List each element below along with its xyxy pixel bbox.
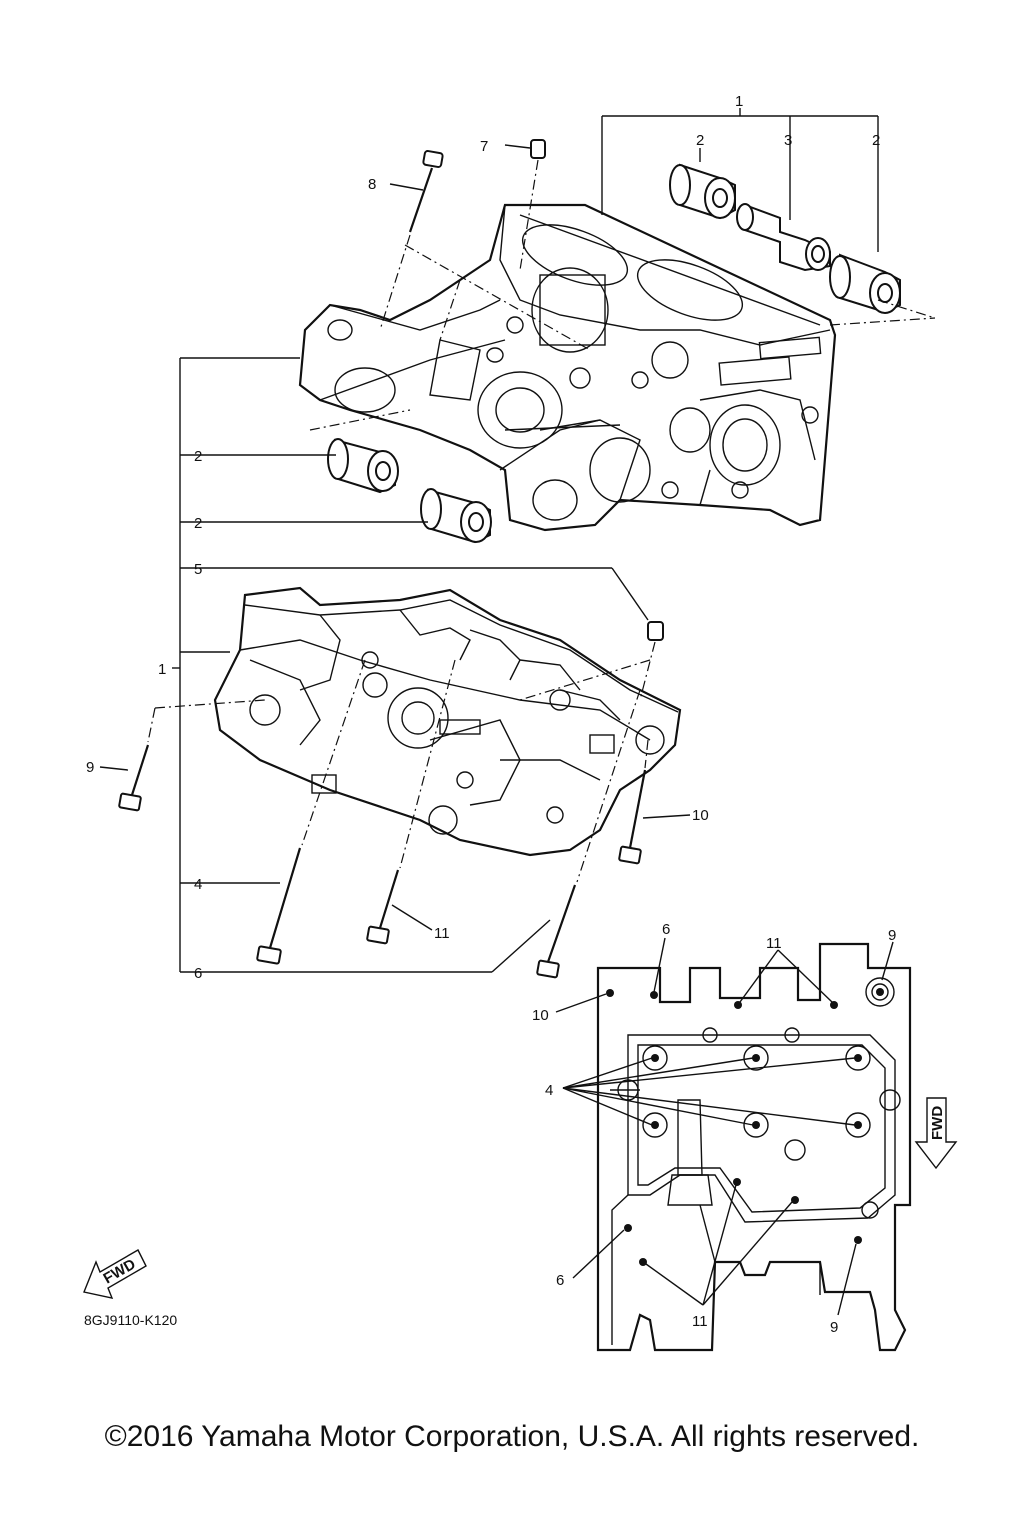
fwd-badge-icon: FWD	[83, 1249, 147, 1299]
collar-3	[736, 203, 831, 272]
bushing-2-left-a	[327, 438, 399, 494]
bushing-2-left-b	[420, 488, 492, 544]
bolt-11	[366, 659, 456, 945]
label-5: 5	[194, 561, 202, 578]
label-6: 6	[194, 965, 202, 982]
label-7: 7	[480, 138, 488, 155]
bushing-2-top-left	[669, 163, 736, 220]
inset-label-9-top: 9	[888, 927, 896, 944]
inset-label-9-bottom: 9	[830, 1319, 838, 1336]
bolt-9	[99, 699, 266, 812]
label-11: 11	[434, 925, 450, 942]
label-2-top-left: 2	[696, 132, 704, 149]
label-2-top-right: 2	[872, 132, 880, 149]
bushing-2-top-right	[829, 253, 901, 314]
inset-label-6-top: 6	[662, 921, 670, 938]
label-8: 8	[368, 176, 376, 193]
bolt-layout-inset: 6 11 9 10 4 6 11 9 FWD	[532, 921, 958, 1352]
label-2-b: 2	[194, 515, 202, 532]
label-3: 3	[784, 132, 792, 149]
inset-label-11-bottom: 11	[692, 1313, 708, 1330]
dowel-pin-7	[504, 139, 546, 271]
upper-crankcase	[298, 203, 837, 532]
label-1-mid: 1	[158, 661, 166, 678]
catalog-code: 8GJ9110-K120	[84, 1312, 178, 1328]
fwd-down-arrow-icon: FWD	[914, 1097, 958, 1170]
inset-label-4: 4	[545, 1082, 553, 1099]
inset-label-10: 10	[532, 1007, 549, 1024]
label-2-a: 2	[194, 448, 202, 465]
bracket-part-1-left	[172, 357, 649, 973]
inset-label-6-bottom: 6	[556, 1272, 564, 1289]
callout-labels: 1 2 3 2 7 8 2 2 5 1 9 10 4 11 6	[86, 93, 880, 982]
inset-label-11-top: 11	[766, 935, 782, 952]
fwd-down-label: FWD	[929, 1106, 946, 1140]
label-1-top: 1	[735, 93, 743, 110]
copyright-notice: ©2016 Yamaha Motor Corporation, U.S.A. A…	[104, 1420, 920, 1453]
bolt-8	[379, 150, 591, 351]
bolt-6	[536, 689, 641, 979]
label-9: 9	[86, 759, 94, 776]
bolt-10	[618, 739, 691, 865]
label-10: 10	[692, 807, 709, 824]
lower-crankcase	[213, 586, 682, 857]
dowel-pin-5	[519, 621, 664, 701]
label-4: 4	[194, 876, 202, 893]
bolt-4	[256, 659, 366, 965]
bracket-part-1-top	[601, 108, 879, 252]
